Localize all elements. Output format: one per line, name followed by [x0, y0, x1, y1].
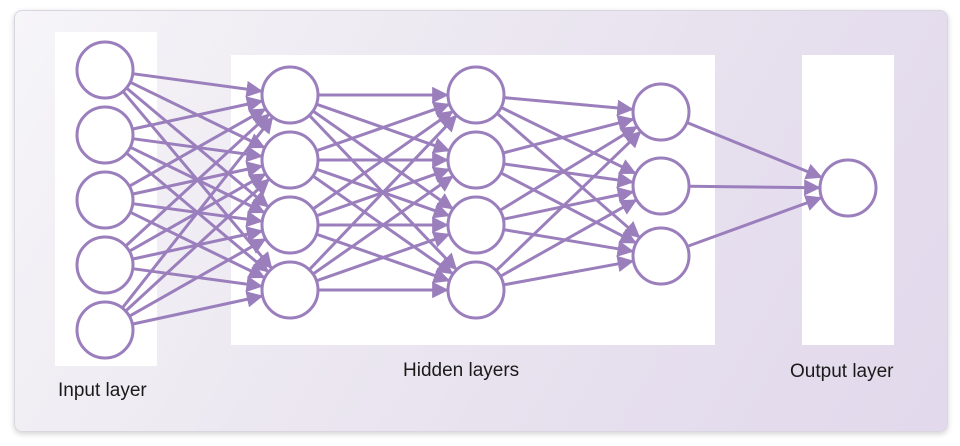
connection-arrow-l0-n4-to-n3: [132, 291, 264, 326]
connection-arrow-l0-n1-to-n0: [132, 96, 264, 131]
connection-arrow-l1-n2-to-n0: [312, 110, 454, 211]
neuron-layer0-4: [75, 300, 135, 360]
neuron-layer1-3: [260, 260, 320, 320]
neuron-layer0-0: [75, 40, 135, 100]
connection-arrow-l0-n4-to-n0: [121, 116, 274, 309]
neuron-layer0-3: [75, 235, 135, 295]
neuron-layer4-0: [818, 158, 878, 218]
connection-arrow-l0-n0-to-n0: [132, 72, 263, 98]
output-layer-label: Output layer: [790, 361, 894, 382]
connection-arrow-l0-n4-to-n1: [124, 178, 270, 313]
connection-arrow-l2-n0-to-n1: [500, 106, 637, 175]
neuron-layer0-1: [75, 105, 135, 165]
connection-arrow-l2-n3-to-n1: [499, 198, 638, 278]
connection-arrow-l3-n2-to-n0: [686, 195, 823, 248]
connection-arrow-l1-n3-to-n1: [312, 175, 454, 276]
neuron-layer2-2: [446, 195, 506, 255]
connection-arrow-l3-n0-to-n0: [686, 121, 823, 180]
neuron-layer2-0: [446, 65, 506, 125]
neurons: [75, 40, 878, 360]
connection-arrow-l1-n3-to-n2: [315, 231, 451, 283]
connection-arrow-l2-n1-to-n0: [502, 115, 635, 155]
connection-arrow-l3-n1-to-n0: [688, 179, 821, 196]
connection-arrow-l2-n2-to-n0: [499, 125, 638, 212]
connection-arrow-l2-n0-to-n0: [503, 96, 634, 117]
connection-arrow-l2-n2-to-n1: [503, 186, 635, 221]
neuron-layer3-0: [631, 82, 691, 142]
connection-arrow-l2-n3-to-n0: [495, 130, 642, 272]
connection-arrow-l2-n3-to-n2: [503, 255, 635, 287]
connection-arrow-l2-n1-to-n2: [500, 171, 637, 244]
neuron-layer1-0: [260, 65, 320, 125]
hidden-layers-label: Hidden layers: [403, 360, 520, 381]
connection-arrow-l0-n4-to-n2: [128, 237, 267, 318]
connection-arrow-l2-n2-to-n2: [503, 228, 635, 257]
neuron-layer2-1: [446, 130, 506, 190]
connections: [121, 72, 823, 326]
input-layer-label: Input layer: [58, 380, 147, 401]
neuron-layer2-3: [446, 260, 506, 320]
connection-arrow-l0-n3-to-n0: [124, 113, 270, 248]
connection-arrow-l2-n1-to-n1: [503, 162, 634, 189]
neuron-layer3-2: [631, 226, 691, 286]
neuron-layer1-2: [260, 195, 320, 255]
neuron-layer1-1: [260, 130, 320, 190]
neuron-layer3-1: [631, 156, 691, 216]
connection-arrow-l0-n2-to-n0: [128, 107, 267, 188]
connection-arrow-l1-n1-to-n0: [315, 101, 451, 153]
connection-arrow-l1-n3-to-n0: [308, 114, 458, 271]
connection-arrow-l2-n0-to-n2: [496, 112, 641, 239]
neuron-layer0-2: [75, 170, 135, 230]
